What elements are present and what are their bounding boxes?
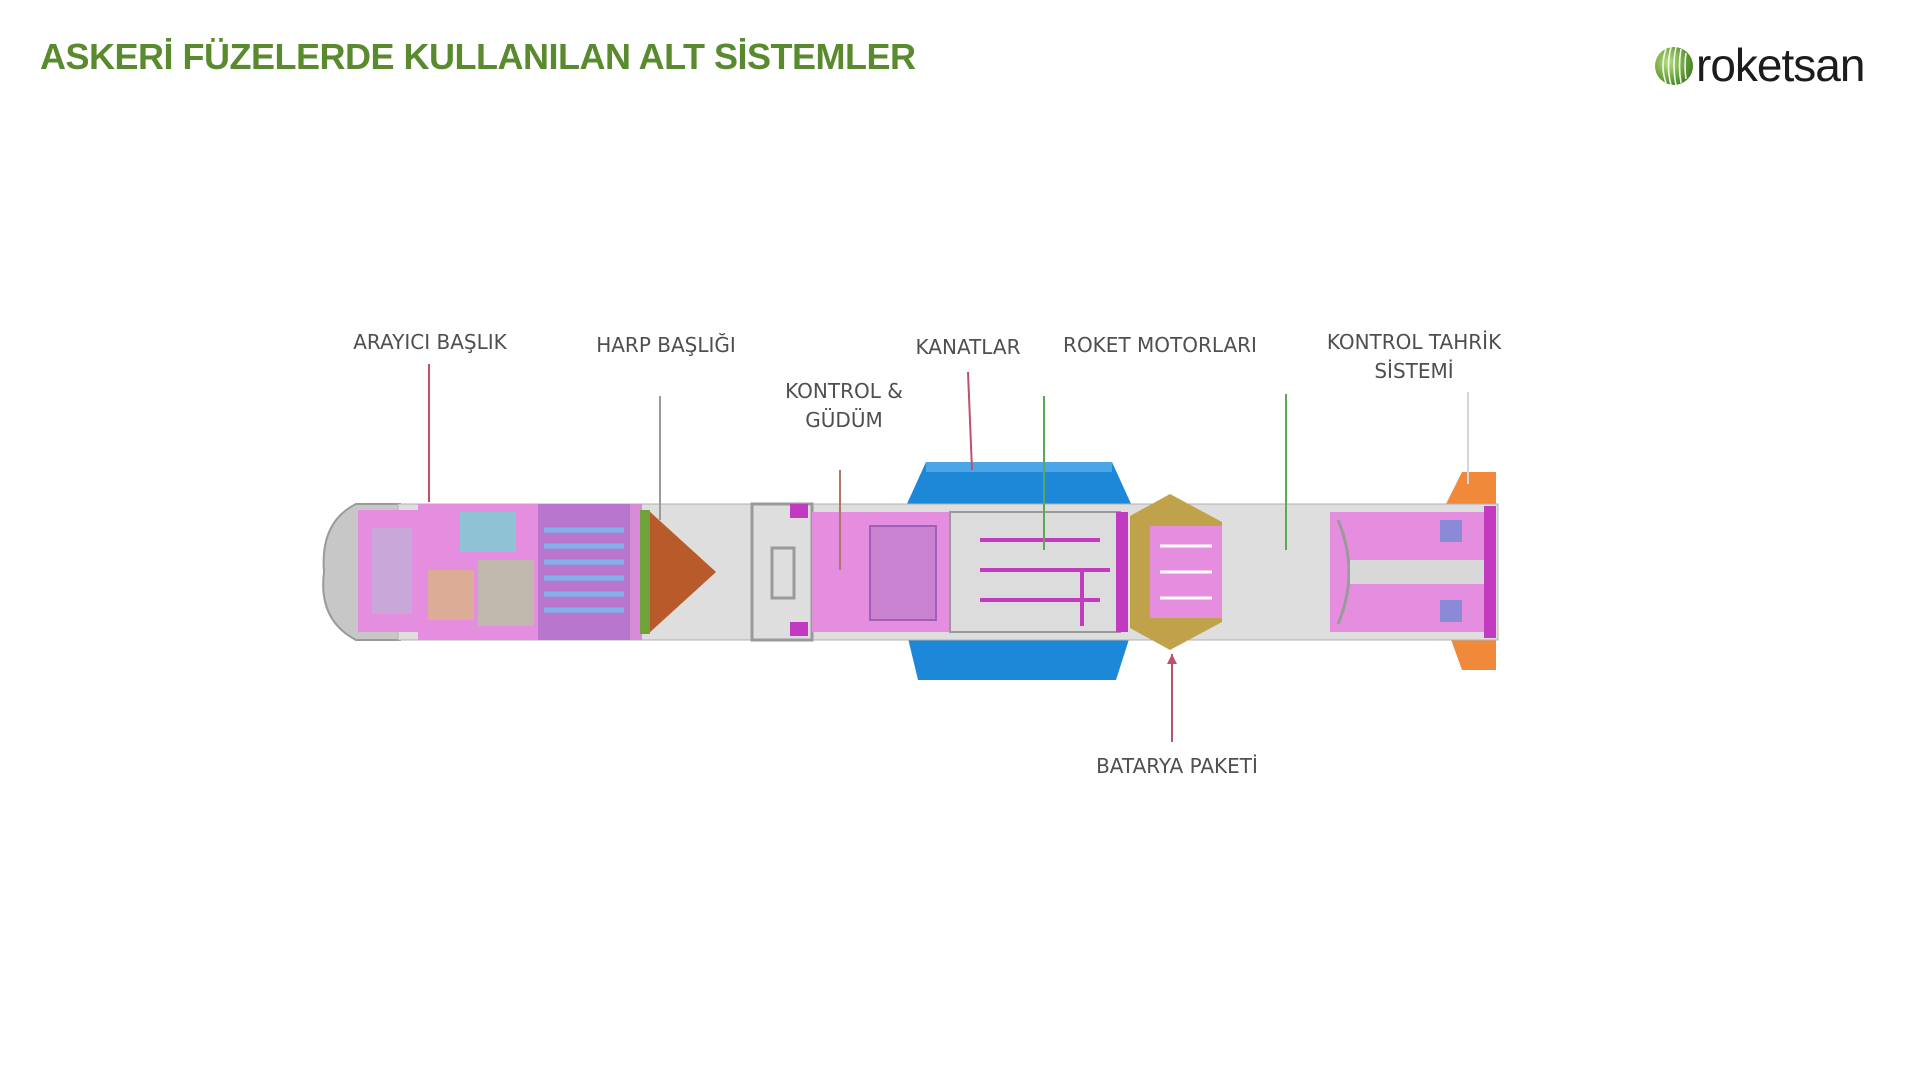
warhead-cone (648, 510, 716, 634)
lower-wing (906, 630, 1132, 680)
upper-tail-fin (1444, 472, 1496, 508)
label-rocket-motors: ROKET MOTORLARI (1063, 333, 1257, 357)
label-warhead: HARP BAŞLIĞI (596, 333, 736, 357)
roketsan-logo-mark-icon (1655, 46, 1693, 86)
label-control-guidance: KONTROL & GÜDÜM (785, 379, 903, 432)
label-control-actuation-system: KONTROL TAHRİK SİSTEMİ (1326, 330, 1502, 383)
page-title: ASKERİ FÜZELERDE KULLANILAN ALT SİSTEMLE… (40, 36, 916, 77)
label-wings: KANATLAR (915, 335, 1021, 359)
label-battery-pack: BATARYA PAKETİ (1096, 754, 1258, 778)
roketsan-logo: roketsan (1652, 36, 1892, 92)
upper-wing (906, 462, 1132, 506)
roketsan-logo-text: roketsan (1696, 39, 1865, 91)
wings-leader-line (967, 371, 973, 471)
label-seeker-head: ARAYICI BAŞLIK (353, 330, 507, 354)
